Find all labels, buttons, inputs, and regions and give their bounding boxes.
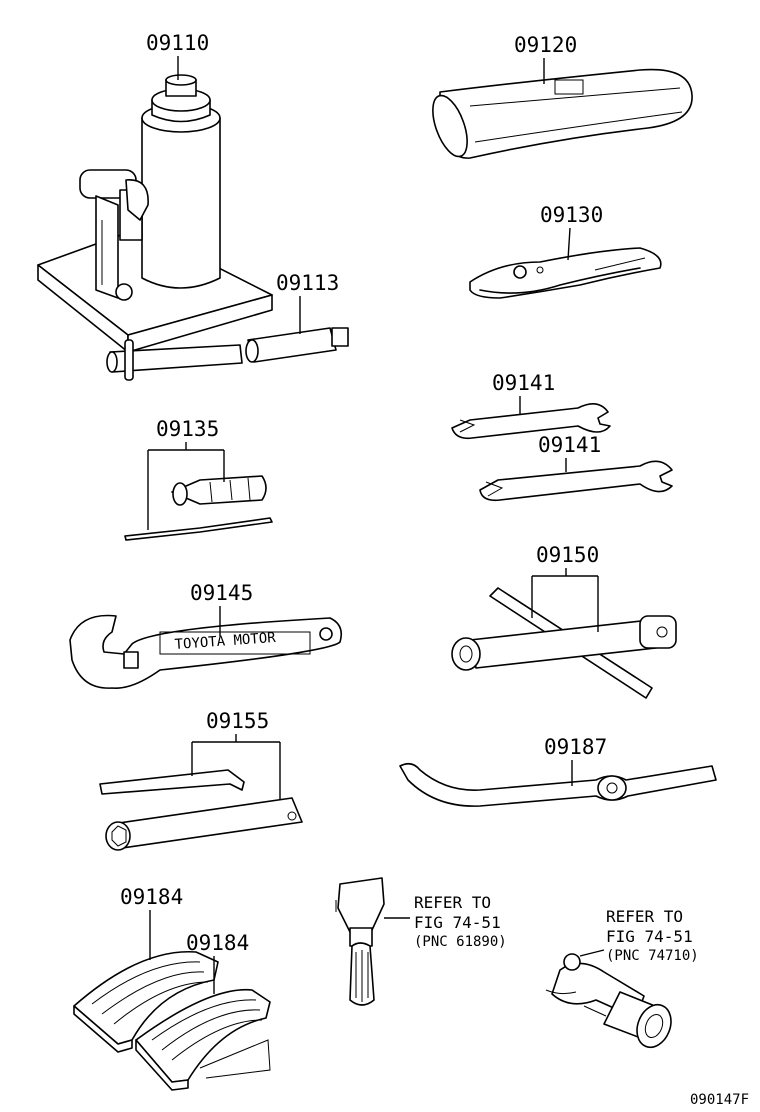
wheel-chock-1: 09184 (73, 885, 219, 1053)
cross-wrench: 09150 (451, 543, 677, 699)
screwdriver: 09135 (124, 417, 273, 541)
wrench-small: 09141 (451, 371, 611, 440)
label-09135: 09135 (156, 417, 219, 441)
ref1-line2: FIG 74-51 (414, 913, 501, 932)
jack-handle: 09113 (106, 271, 349, 381)
label-09155: 09155 (206, 709, 269, 733)
ref2-line3: (PNC 74710) (606, 948, 699, 964)
label-09141-a: 09141 (492, 371, 555, 395)
label-09184-b: 09184 (186, 931, 249, 955)
reference-part-1: REFER TO FIG 74-51 (PNC 61890) (335, 877, 507, 1006)
adjustable-wrench: TOYOTA MOTOR 09145 (69, 581, 343, 689)
wrench-engraving: TOYOTA MOTOR (174, 630, 277, 653)
label-09141-b: 09141 (538, 433, 601, 457)
label-09120: 09120 (514, 33, 577, 57)
towing-hook: 09187 (399, 735, 717, 807)
pliers: 09130 (469, 203, 662, 299)
reference-part-2: REFER TO FIG 74-51 (PNC 74710) (545, 907, 699, 1049)
label-09110: 09110 (146, 31, 209, 55)
tool-bag: 09120 (432, 33, 693, 159)
wheel-chock-2: 09184 (135, 931, 271, 1091)
label-09150: 09150 (536, 543, 599, 567)
ref2-line1: REFER TO (606, 907, 683, 926)
label-09113: 09113 (276, 271, 339, 295)
socket-set: 09155 (99, 709, 303, 851)
ref2-line2: FIG 74-51 (606, 927, 693, 946)
bottle-jack: 09110 (37, 31, 273, 353)
ref1-line1: REFER TO (414, 893, 491, 912)
label-09184-a: 09184 (120, 885, 183, 909)
ref1-line3: (PNC 61890) (414, 934, 507, 950)
label-09130: 09130 (540, 203, 603, 227)
label-09187: 09187 (544, 735, 607, 759)
label-09145: 09145 (190, 581, 253, 605)
wrench-large: 09141 (479, 433, 673, 502)
figure-code: 090147F (690, 1092, 749, 1108)
